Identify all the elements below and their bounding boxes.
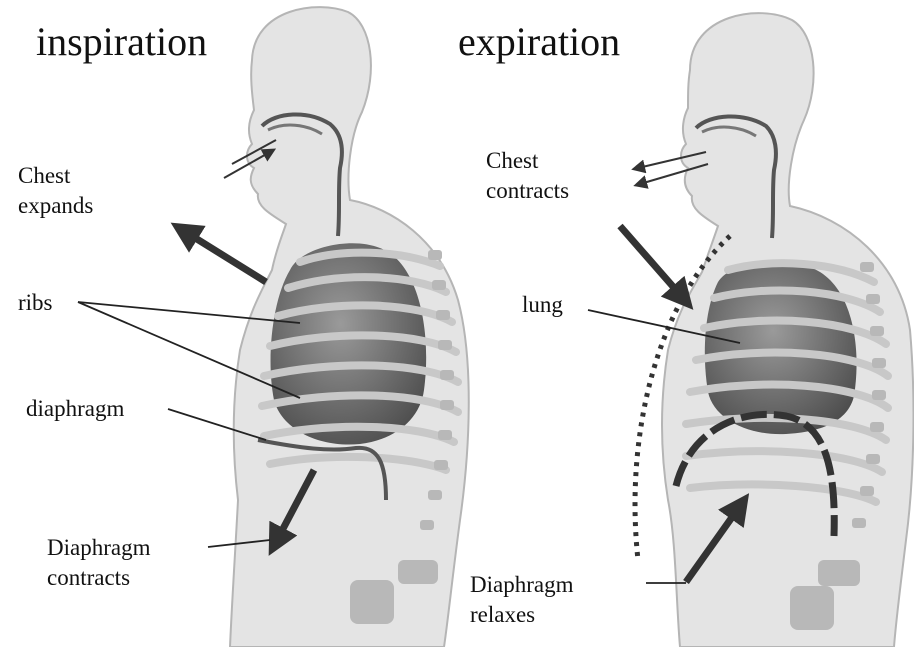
lung-label: lung xyxy=(522,290,563,320)
chest-expands-arrow xyxy=(184,231,266,282)
chest-contracts-arrow xyxy=(620,226,683,298)
ribs-label: ribs xyxy=(18,288,53,318)
diaphragm-label: diaphragm xyxy=(26,394,124,424)
inspiration-title: inspiration xyxy=(36,22,207,62)
chest-contracts-label: Chest contracts xyxy=(486,146,606,206)
diaphragm-contracts-label: Diaphragm contracts xyxy=(47,533,197,593)
diaphragm-relaxes-label: Diaphragm relaxes xyxy=(470,570,620,630)
chest-expands-label: Chest expands xyxy=(18,161,128,221)
expiration-title: expiration xyxy=(458,22,620,62)
